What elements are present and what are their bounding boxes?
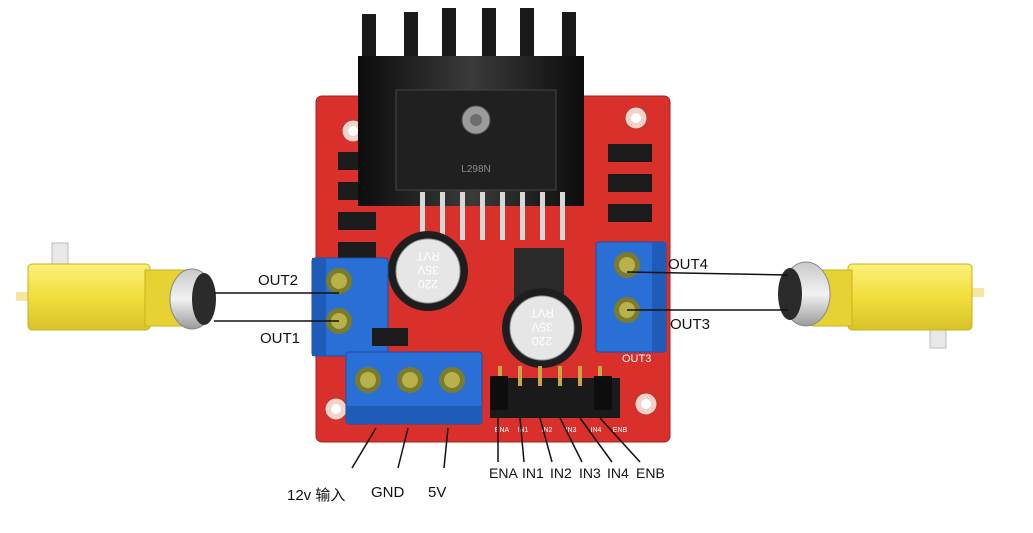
- diodes-right: [608, 144, 652, 222]
- line-in2: [539, 417, 553, 463]
- svg-text:L298N: L298N: [461, 164, 490, 175]
- silk-pin-label: IN4: [591, 427, 602, 434]
- silk-pin-labels: ENA IN1 IN2 IN3 IN4 ENB: [495, 427, 628, 434]
- jumper-5v: [372, 328, 408, 346]
- label-in1: IN1: [522, 465, 544, 481]
- label-in4: IN4: [607, 465, 629, 481]
- capacitor-1-text: 220: [418, 277, 438, 291]
- terminal-power: [345, 351, 483, 425]
- label-in2: IN2: [550, 465, 572, 481]
- header-pins: [490, 366, 620, 418]
- label-out4: OUT4: [668, 256, 709, 273]
- capacitor-2-text: RVT: [529, 306, 553, 320]
- heatsink: L298N: [358, 8, 584, 206]
- line-in1: [519, 417, 525, 463]
- capacitor-1: 220 35V RVT: [388, 231, 468, 311]
- line-out4: [626, 271, 789, 276]
- line-enb: [599, 417, 641, 463]
- silk-pin-label: IN1: [518, 427, 529, 434]
- capacitor-2-text: 220: [532, 334, 552, 348]
- silk-out3: OUT3: [622, 353, 651, 365]
- callout-lines: [214, 271, 789, 469]
- chip-legs: [420, 192, 565, 240]
- capacitor-1-text: 35V: [417, 263, 438, 277]
- label-out1: OUT1: [260, 330, 301, 347]
- terminal-out1-out2: [311, 257, 389, 357]
- silk-pin-label: IN2: [542, 427, 553, 434]
- capacitor-1-text: RVT: [415, 249, 439, 263]
- right-motor: [778, 261, 984, 349]
- terminal-out3-out4: OUT3: [595, 241, 667, 365]
- label-5v: 5V: [428, 484, 447, 501]
- line-in3: [559, 417, 583, 463]
- left-motor: [16, 242, 216, 331]
- label-enb: ENB: [636, 465, 665, 481]
- line-gnd: [397, 427, 409, 469]
- line-5v: [443, 427, 449, 469]
- silk-pin-label: IN3: [566, 427, 577, 434]
- label-out3: OUT3: [670, 316, 711, 333]
- line-power: [351, 427, 377, 469]
- capacitor-2: 220 35V RVT: [502, 288, 582, 368]
- silk-pin-label: ENA: [495, 427, 510, 434]
- capacitor-2-text: 35V: [531, 320, 552, 334]
- label-ena: ENA: [489, 465, 518, 481]
- label-gnd: GND: [371, 484, 405, 501]
- label-power-input: 12v 输入: [287, 487, 346, 504]
- label-in3: IN3: [579, 465, 601, 481]
- label-out2: OUT2: [258, 272, 299, 289]
- silk-pin-label: ENB: [613, 427, 628, 434]
- line-in4: [579, 417, 613, 463]
